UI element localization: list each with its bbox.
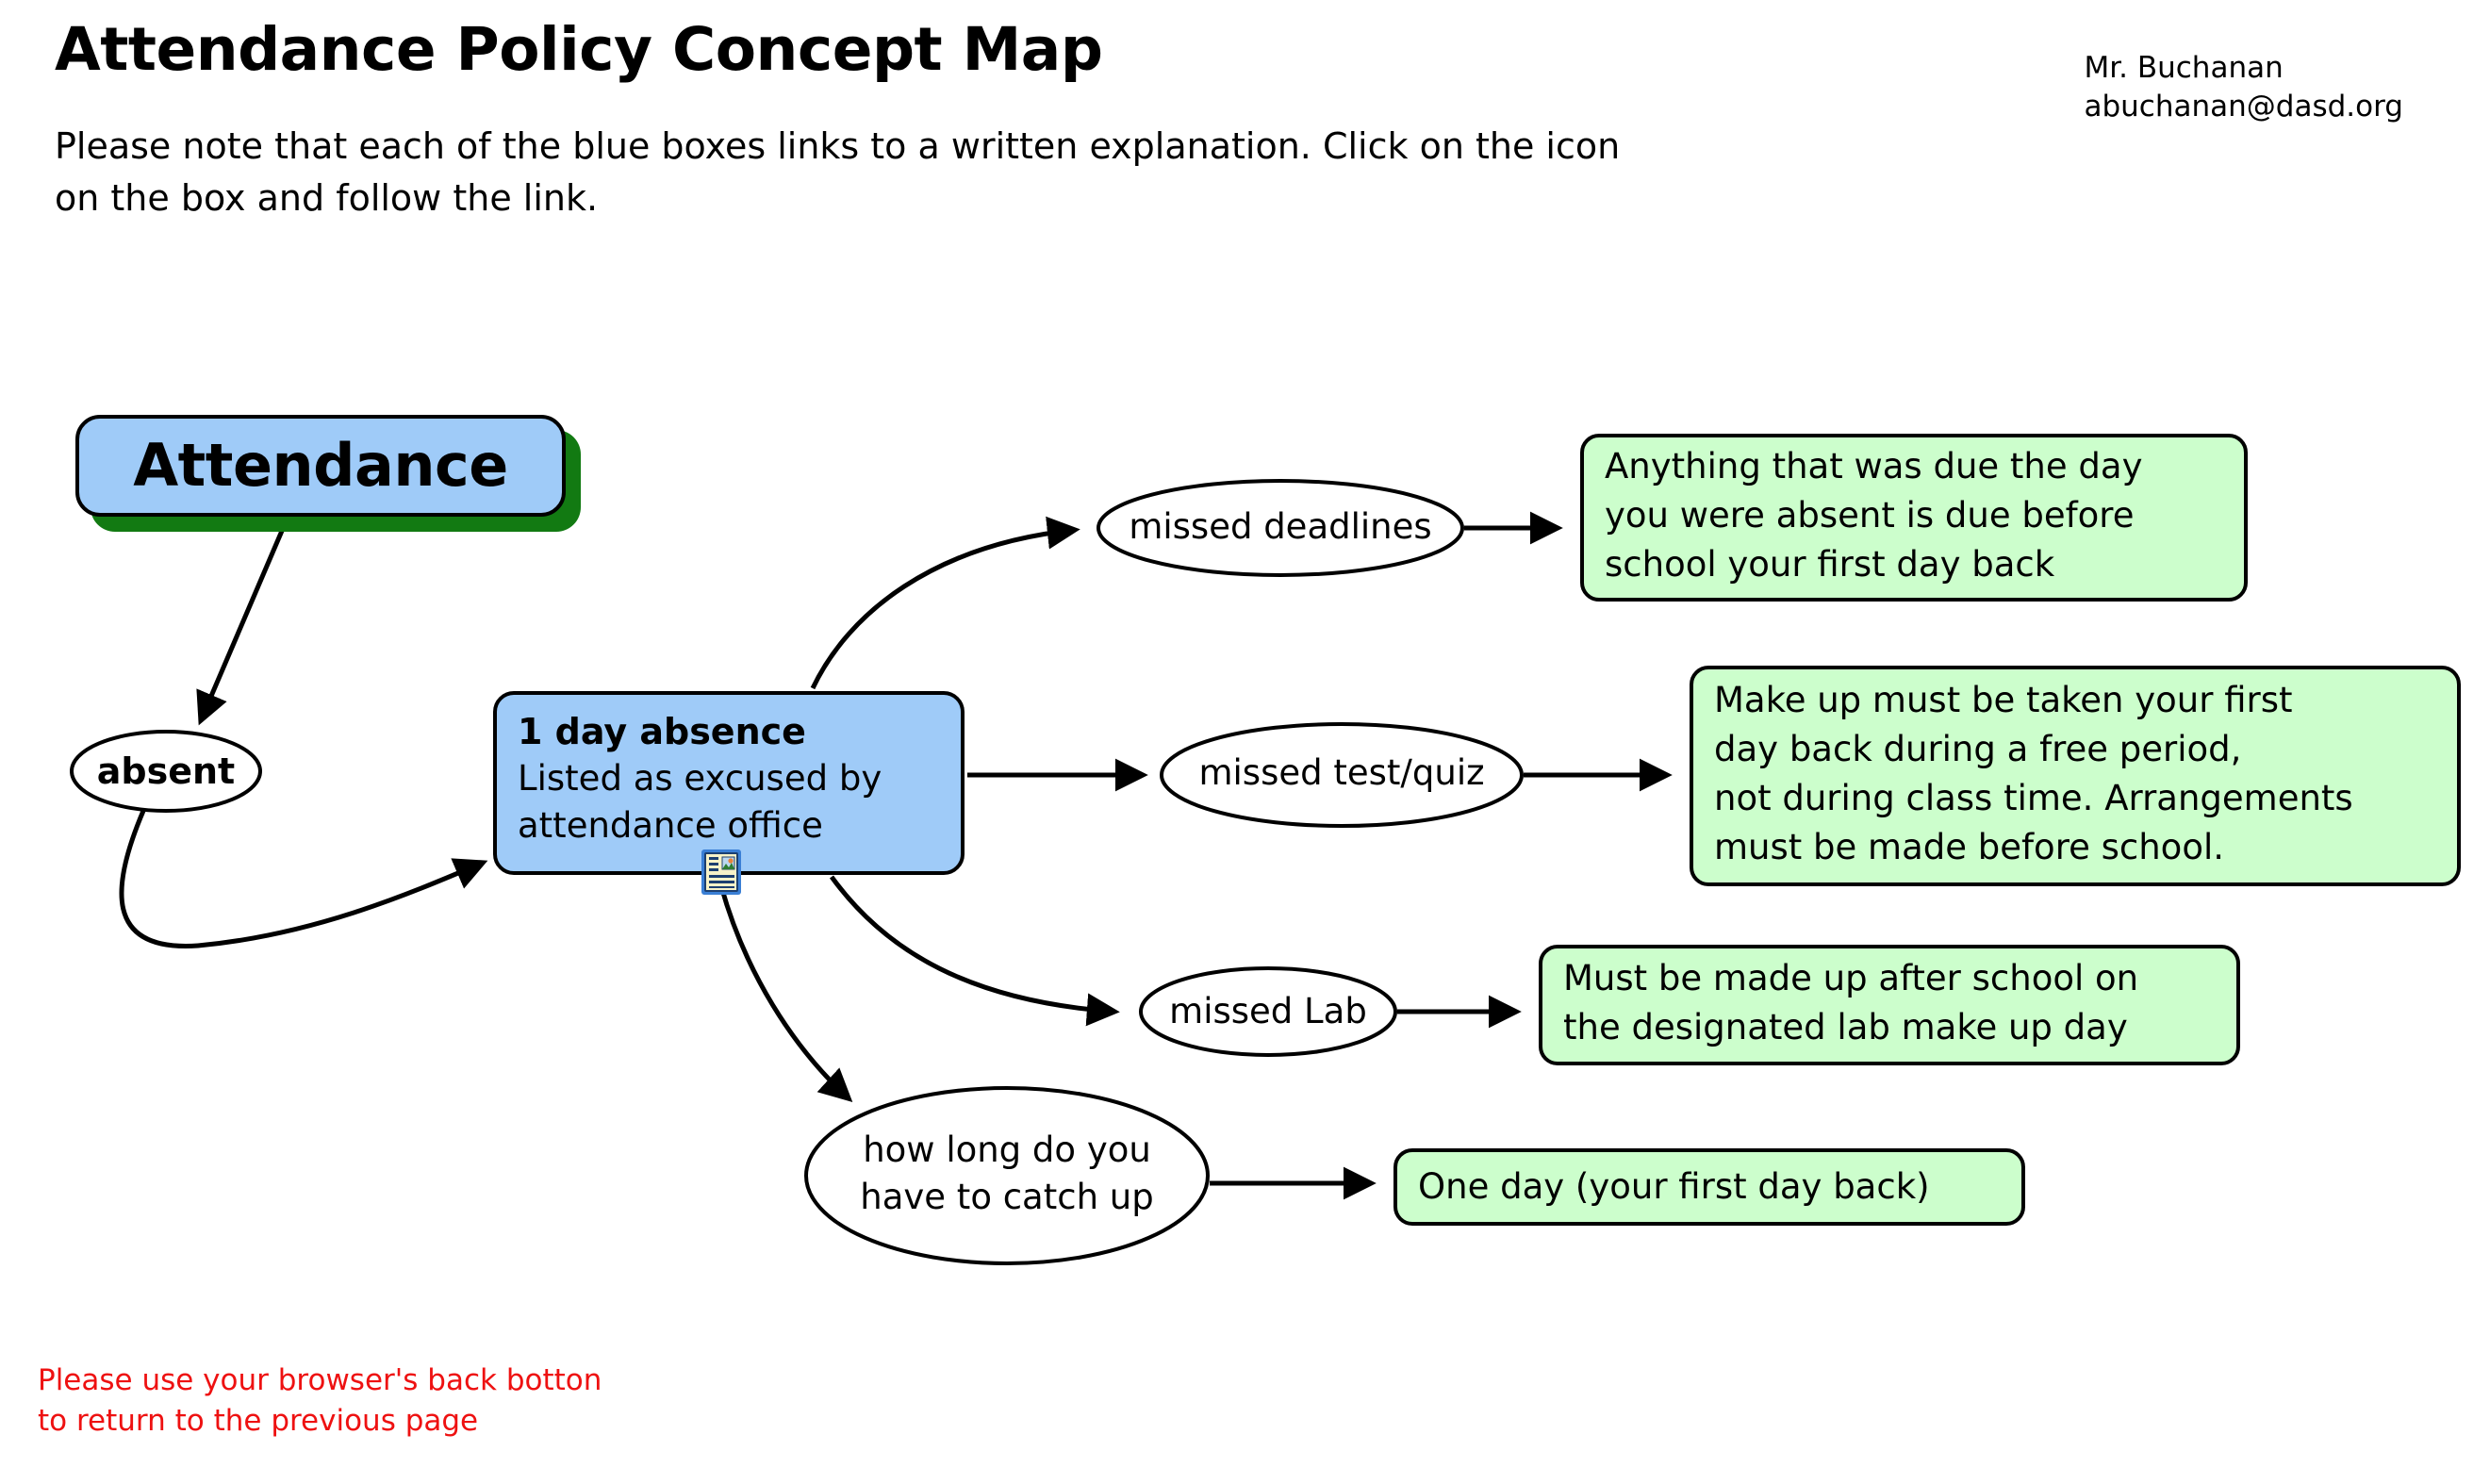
explanation-box-lab: Must be made up after school on the desi… xyxy=(1539,945,2240,1065)
explanation-catch-up-line-1: One day (your first day back) xyxy=(1418,1166,1930,1207)
explanation-lab-line-1: Must be made up after school on xyxy=(1563,958,2139,998)
ellipse-missed-test-quiz[interactable] xyxy=(1160,722,1524,828)
explanation-lab-line-2: the designated lab make up day xyxy=(1563,1007,2128,1047)
browser-back-note-line-1: Please use your browser's back botton xyxy=(38,1363,602,1397)
edge-absent-to-one-day-absence xyxy=(119,810,488,948)
explanation-box-deadlines: Anything that was due the day you were a… xyxy=(1580,434,2248,602)
explanation-test-quiz-line-3: not during class time. Arrangements xyxy=(1714,778,2353,818)
ellipse-catch-up-question[interactable] xyxy=(804,1086,1210,1265)
contact-info: Mr. Buchanan abuchanan@dasd.org xyxy=(2084,49,2403,126)
explanation-deadlines-line-2: you were absent is due before xyxy=(1605,495,2135,536)
ellipse-missed-deadlines[interactable] xyxy=(1097,479,1464,577)
one-day-absence-line-2: attendance office xyxy=(518,804,823,846)
one-day-absence-line-1: Listed as excused by xyxy=(518,757,882,799)
browser-back-note-line-2: to return to the previous page xyxy=(38,1404,479,1438)
edge-one-day-to-missed-deadlines xyxy=(810,516,1080,690)
ellipse-missed-lab[interactable] xyxy=(1139,966,1397,1057)
browser-back-note: Please use your browser's back botton to… xyxy=(38,1360,602,1442)
author-email[interactable]: abuchanan@dasd.org xyxy=(2084,90,2403,124)
document-link-icon[interactable] xyxy=(700,849,743,896)
attendance-concept-box[interactable]: Attendance xyxy=(75,415,566,517)
page-instructions: Please note that each of the blue boxes … xyxy=(55,121,1903,224)
explanation-deadlines-line-3: school your first day back xyxy=(1605,544,2055,585)
one-day-absence-concept-box[interactable]: 1 day absence Listed as excused by atten… xyxy=(493,691,965,875)
edge-attendance-to-absent xyxy=(196,523,288,726)
instruction-line-2: on the box and follow the link. xyxy=(55,177,599,219)
one-day-absence-heading: 1 day absence xyxy=(518,710,806,752)
explanation-box-test-quiz: Make up must be taken your first day bac… xyxy=(1690,666,2461,886)
explanation-test-quiz-line-2: day back during a free period, xyxy=(1714,729,2242,769)
ellipse-absent[interactable] xyxy=(70,730,262,813)
instruction-line-1: Please note that each of the blue boxes … xyxy=(55,125,1621,167)
attendance-label: Attendance xyxy=(133,431,508,500)
author-name: Mr. Buchanan xyxy=(2084,51,2284,85)
edge-one-day-to-catch-up xyxy=(718,885,853,1102)
explanation-box-catch-up: One day (your first day back) xyxy=(1393,1148,2025,1226)
page-title: Attendance Policy Concept Map xyxy=(55,15,1103,84)
explanation-deadlines-line-1: Anything that was due the day xyxy=(1605,446,2143,486)
edge-one-day-to-missed-lab xyxy=(829,875,1120,1027)
explanation-test-quiz-line-4: must be made before school. xyxy=(1714,827,2224,867)
explanation-test-quiz-line-1: Make up must be taken your first xyxy=(1714,680,2293,720)
